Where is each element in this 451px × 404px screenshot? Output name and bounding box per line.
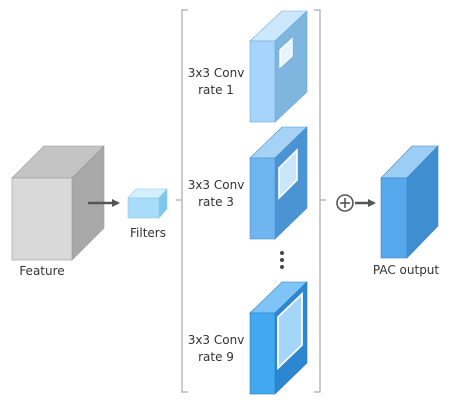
branch-2-conv-label: 3x3 Conv xyxy=(188,178,245,192)
branch-3-conv-label: 3x3 Conv xyxy=(188,333,245,347)
branch-2-front xyxy=(249,157,276,240)
right-bracket xyxy=(314,9,326,393)
branch-3-rate-label: rate 9 xyxy=(198,350,234,364)
branch-1-block xyxy=(249,10,308,123)
feature-label: Feature xyxy=(19,264,64,278)
filters-cube xyxy=(127,188,168,219)
sum-icon xyxy=(336,194,354,212)
ellipsis-dots xyxy=(280,251,284,269)
filters-cube-front xyxy=(127,197,160,219)
branch-1-kernel-window xyxy=(279,37,293,69)
branch-1-rate-label: rate 1 xyxy=(198,83,234,97)
left-bracket xyxy=(176,9,188,393)
ellipsis-dot xyxy=(280,251,284,255)
filters-label: Filters xyxy=(130,226,166,240)
branch-2-block xyxy=(249,126,308,240)
branch-2-rate-label: rate 3 xyxy=(198,195,234,209)
branch-3-front xyxy=(249,312,276,395)
branch-3-block xyxy=(249,281,308,395)
output-front xyxy=(380,177,408,259)
branch-1-front xyxy=(249,40,276,123)
ellipsis-dot xyxy=(280,265,284,269)
branch-3-kernel-window xyxy=(277,291,303,371)
output-label: PAC output xyxy=(373,263,440,277)
ellipsis-dot xyxy=(280,258,284,262)
output-block xyxy=(380,145,439,259)
branch-1-conv-label: 3x3 Conv xyxy=(188,66,245,80)
branch-2-kernel-window xyxy=(278,148,298,200)
feature-cube-front xyxy=(11,177,73,261)
